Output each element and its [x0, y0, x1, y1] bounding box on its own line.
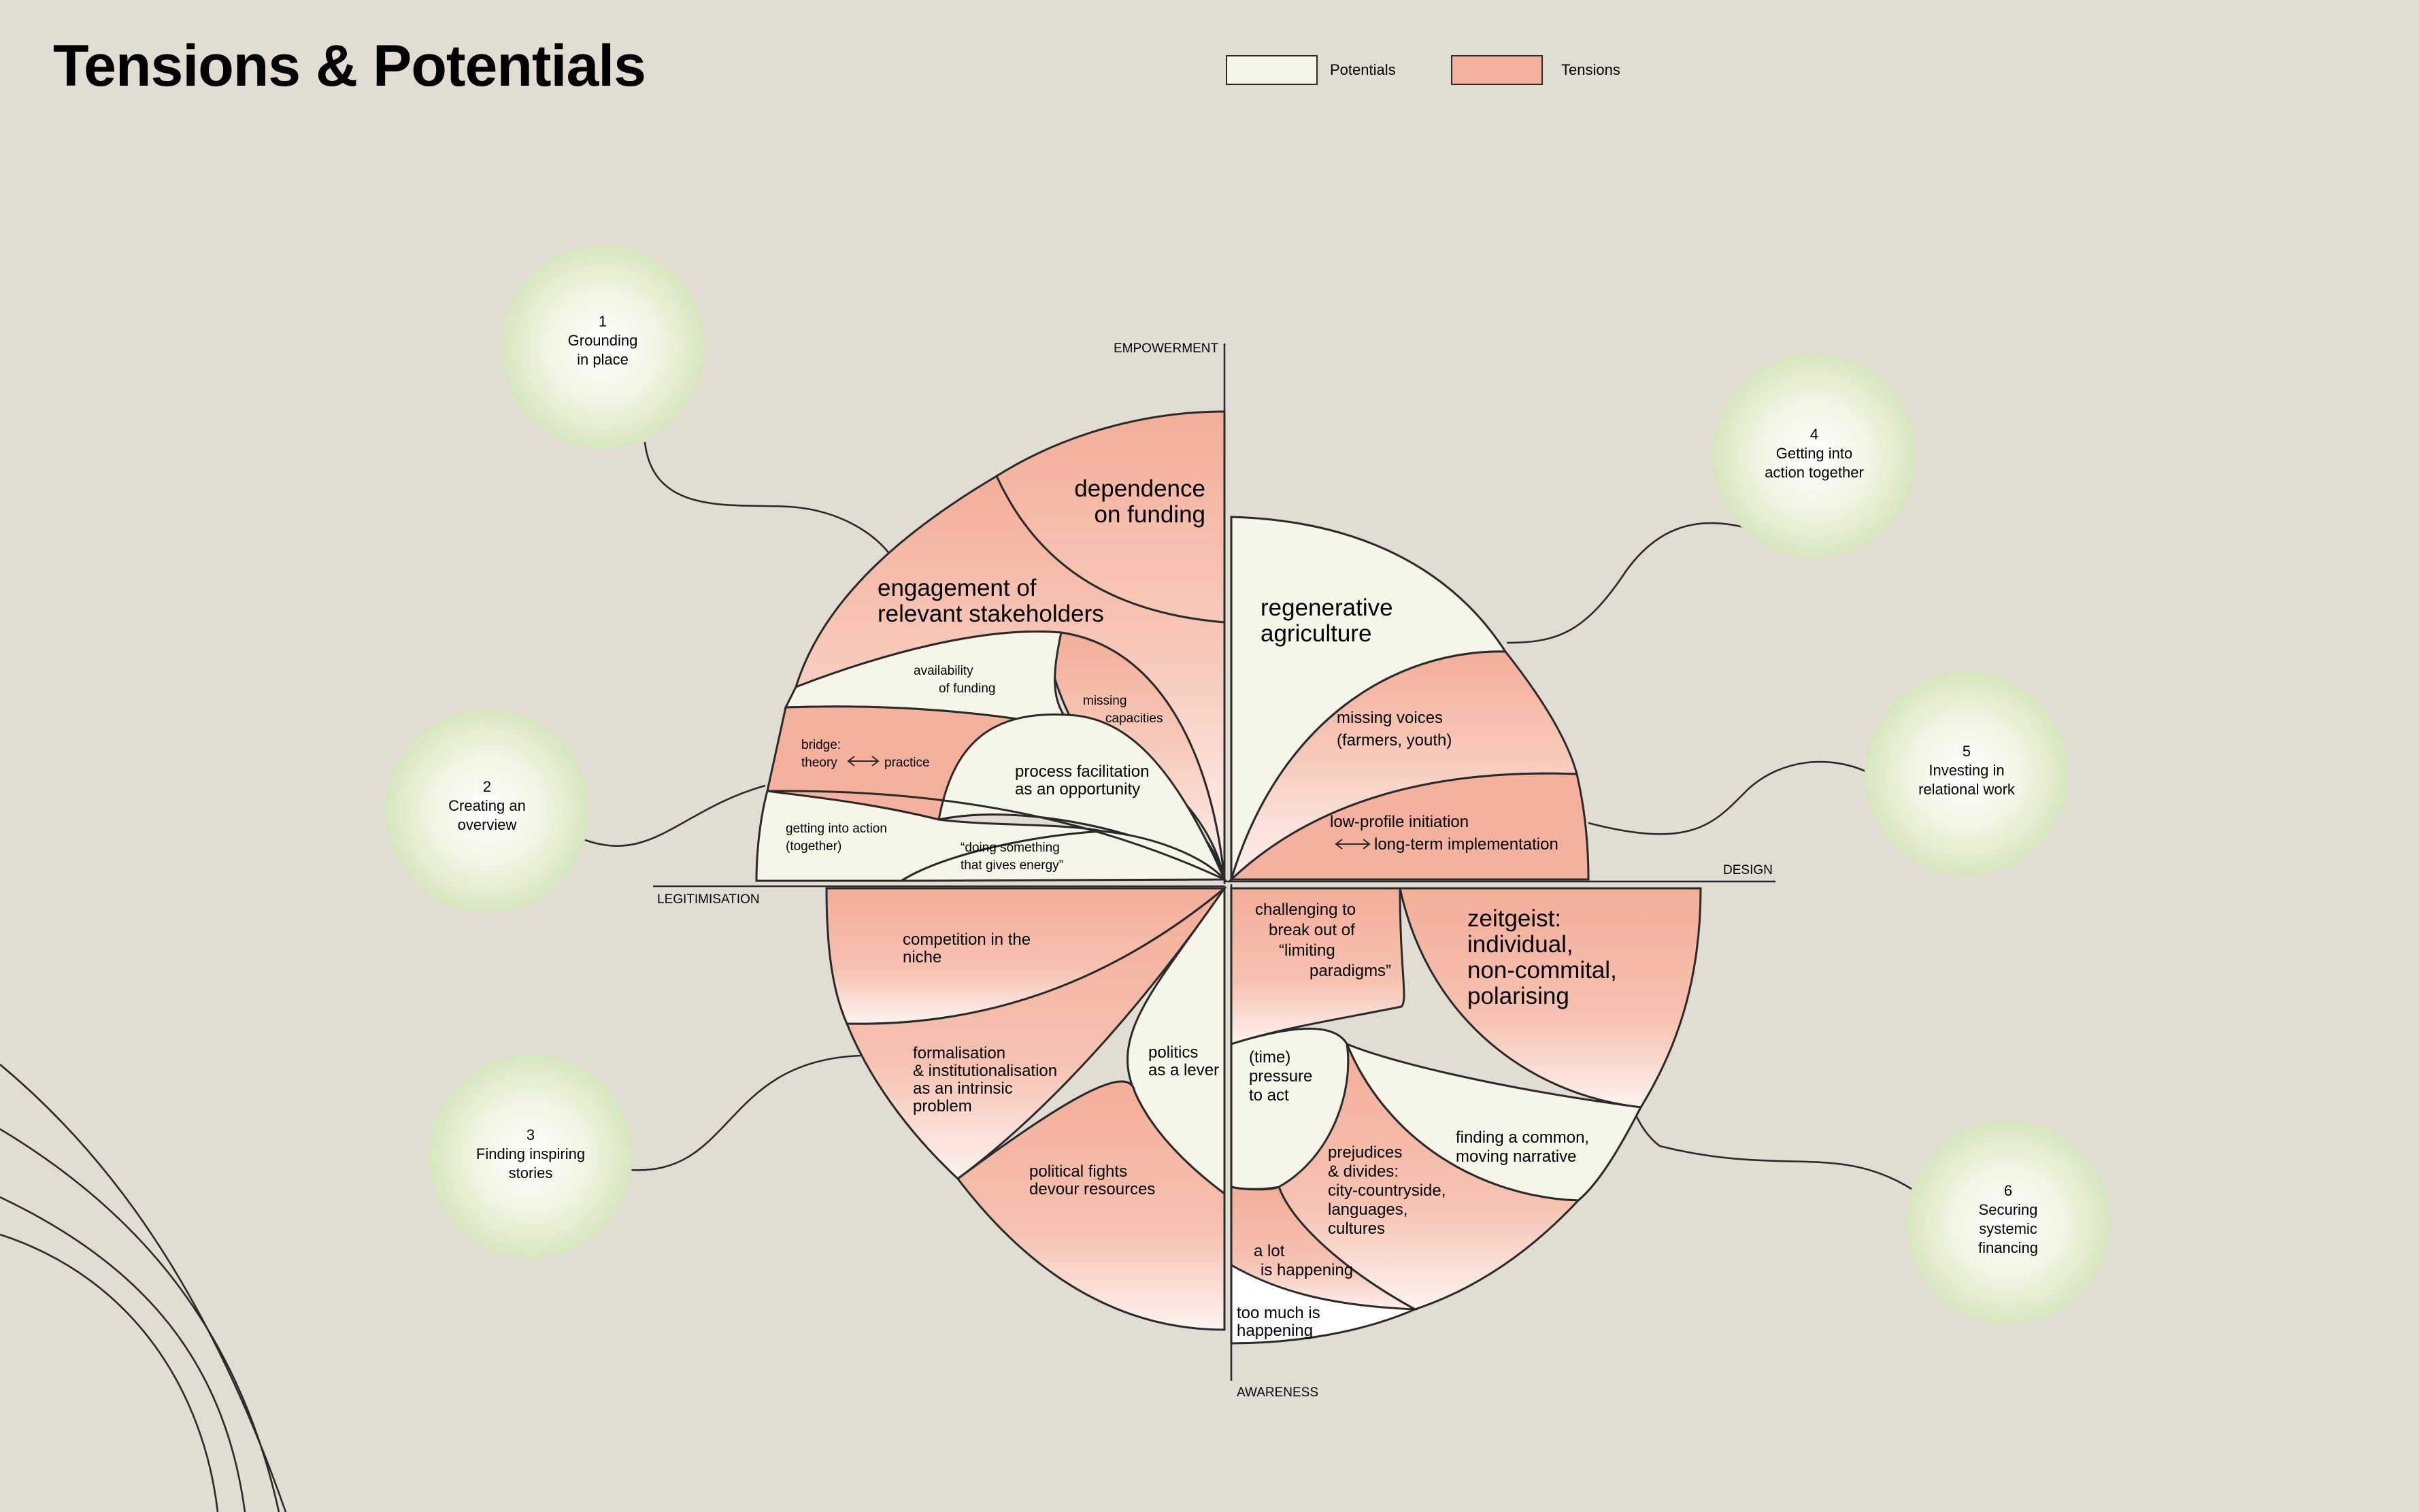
segment-process-facilitation: [937, 713, 1227, 883]
double-arrow-icon: [847, 756, 880, 767]
connector-lines: [584, 441, 1912, 1190]
legend-label-potentials: Potentials: [1330, 61, 1396, 78]
quadrant-bottom-left: [825, 885, 1228, 1331]
legend-swatch-potentials: [1226, 55, 1318, 85]
axes: EMPOWERMENT DESIGN LEGITIMISATION AWAREN…: [653, 341, 1775, 1400]
segment-prejudices: [1278, 1043, 1581, 1311]
segment-too-much-is-happening: [1230, 1263, 1416, 1345]
decorative-curves: [0, 1064, 287, 1512]
label-finding-narrative: finding a common,moving narrative: [1456, 1128, 1589, 1166]
segment-political-fights: [956, 1080, 1226, 1331]
quadrant-bottom-right: [1230, 887, 1702, 1345]
axis-label-legitimisation: LEGITIMISATION: [657, 892, 760, 907]
double-arrow-icon-2: [1335, 839, 1371, 850]
quadrant-top-right: [1229, 516, 1590, 883]
axis-label-empowerment: EMPOWERMENT: [1114, 341, 1219, 356]
segment-low-profile-initiation: [1229, 772, 1590, 881]
legend: Potentials Tensions: [1226, 55, 1620, 85]
axis-label-design: DESIGN: [1723, 863, 1773, 877]
axis-label-awareness: AWARENESS: [1237, 1385, 1318, 1400]
quadrant-top-left: [755, 410, 1227, 883]
legend-swatch-tensions: [1451, 55, 1543, 85]
page-title: Tensions & Potentials: [53, 33, 646, 99]
label-missing-voices: missing voices(farmers, youth): [1337, 709, 1452, 750]
label-zeitgeist: zeitgeist:individual,non-commital,polari…: [1467, 905, 1617, 1009]
label-getting-into-action: getting into action(together): [786, 822, 887, 854]
segment-doing-something: [897, 830, 1227, 882]
legend-label-tensions: Tensions: [1561, 61, 1620, 78]
label-prejudices: prejudices& divides:city-countryside,lan…: [1328, 1143, 1446, 1238]
segment-formalisation: [845, 887, 1226, 1180]
